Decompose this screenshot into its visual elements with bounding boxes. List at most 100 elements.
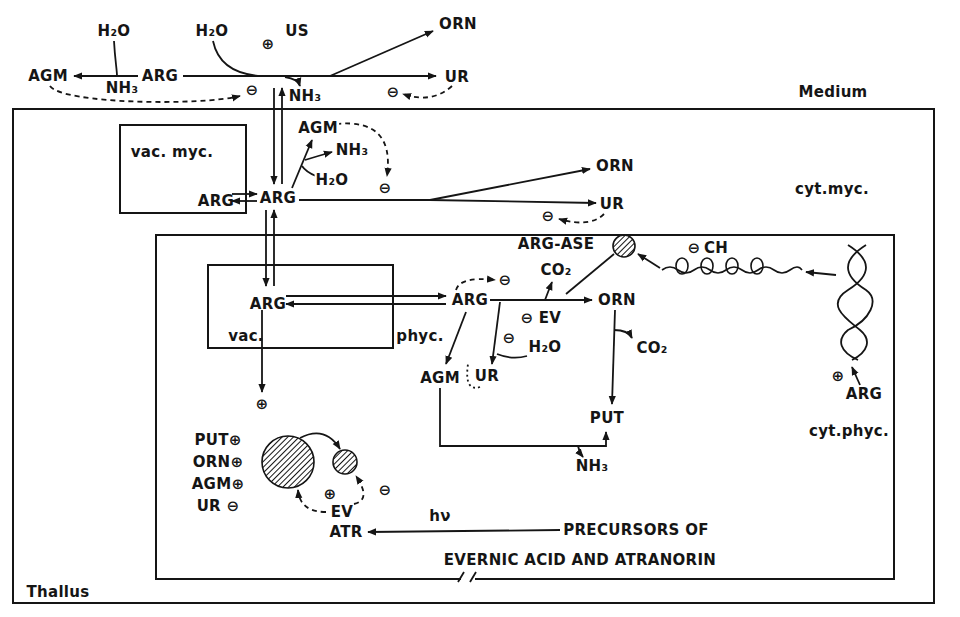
vacuole-box: vac. myc. ARG	[119, 124, 247, 214]
region-label: Thallus	[25, 585, 90, 600]
metabolite-label: CO₂	[635, 341, 668, 356]
metabolite-label: CO₂	[539, 263, 572, 278]
reaction-arrow	[330, 31, 433, 76]
transport-arrow	[273, 88, 275, 184]
effect-sign: ⊕	[255, 397, 270, 412]
thallus-region: Thalluscyt.myc.vac. myc.ARGcyt.phyc.ARGv…	[12, 108, 935, 604]
metabolite-label: Medium	[797, 85, 868, 100]
metabolite-label: ARG	[451, 293, 489, 308]
effect-sign: ⊖	[386, 85, 401, 100]
ribosome	[726, 258, 738, 274]
break-gap	[461, 574, 475, 583]
effect-sign: ⊖	[687, 241, 702, 256]
activation-arrow	[261, 310, 263, 392]
dna-strand	[838, 245, 867, 360]
metabolite-label: AGM	[27, 69, 69, 84]
metabolite-label: ORN⊕	[192, 455, 245, 470]
metabolite-label: PUT	[589, 411, 625, 426]
product-arrow	[578, 446, 583, 457]
effect-sign: ⊖	[498, 273, 513, 288]
dna-strand	[841, 245, 872, 360]
metabolite-label: ORN	[595, 159, 635, 174]
transport-arrow	[273, 210, 275, 286]
effect-sign: ⊕	[323, 487, 338, 502]
ribosome	[751, 258, 763, 274]
metabolite-label: UR	[599, 197, 625, 212]
metabolite-label: ARG-ASE	[517, 237, 595, 252]
region-label: phyc.	[395, 329, 444, 344]
reaction-arrow	[446, 312, 466, 364]
transport-arrow	[286, 303, 446, 305]
region-label: ARG	[197, 194, 235, 209]
inhibition-line	[403, 86, 452, 98]
enzyme-circle	[333, 450, 357, 474]
reaction-arrows	[50, 31, 860, 532]
transport-arrow	[265, 210, 267, 286]
mrna-ribosomes	[662, 258, 802, 274]
mrna-strand	[662, 267, 802, 273]
metabolite-label: NH₃	[288, 89, 323, 104]
metabolite-label: UR	[474, 369, 500, 384]
region-label: vac.	[227, 329, 265, 344]
effect-sign: ⊖	[541, 209, 556, 224]
metabolite-label: ORN	[438, 17, 478, 32]
reaction-arrow	[183, 75, 436, 77]
break-mark	[458, 572, 476, 582]
effect-sign: ⊖	[378, 483, 393, 498]
metabolite-label: ARG	[259, 191, 297, 206]
metabolite-label: EVERNIC ACID AND ATRANORIN	[443, 553, 717, 568]
metabolite-label: ATR	[328, 525, 363, 540]
region-label: cyt.phyc.	[808, 424, 890, 439]
region-label: vac. myc.	[130, 145, 214, 160]
metabolite-label: H₂O	[97, 24, 132, 39]
product-arrow	[285, 77, 300, 86]
reaction-arrow	[74, 75, 138, 77]
synthesis-arrow	[638, 254, 660, 268]
reaction-arrow	[430, 169, 590, 200]
transport-arrow	[232, 200, 257, 202]
region-label: cyt.myc.	[794, 182, 870, 197]
region-label: ARG	[249, 297, 287, 312]
effect-sign: ⊖	[378, 181, 393, 196]
metabolite-label: ARG	[141, 69, 179, 84]
transport-arrow	[281, 88, 283, 184]
metabolite-label: ORN	[597, 293, 637, 308]
induction-arrow	[852, 367, 860, 385]
product-arrow	[614, 330, 632, 338]
reaction-arrow	[292, 140, 312, 188]
reaction-line	[299, 199, 430, 201]
metabolite-label: H₂O	[315, 173, 350, 188]
effect-sign: ⊖	[245, 83, 260, 98]
metabolite-label: H₂O	[195, 24, 230, 39]
enzyme-circle	[262, 436, 314, 488]
ribosome	[701, 258, 713, 274]
effect-sign: ⊖	[520, 311, 535, 326]
reaction-arrow	[490, 299, 592, 301]
inhibition-line	[559, 214, 604, 223]
synthesis-arrow	[368, 530, 560, 532]
metabolite-label: PRECURSORS OF	[562, 523, 710, 538]
metabolite-label: US	[284, 24, 310, 39]
enzyme-line	[566, 254, 614, 294]
metabolite-label: NH₃	[575, 459, 610, 474]
transcription-arrow	[806, 272, 836, 275]
product-arrow	[305, 152, 332, 160]
metabolite-label: EV	[538, 311, 562, 326]
metabolite-label: AGM⊕	[191, 477, 246, 492]
metabolite-label: UR	[444, 70, 470, 85]
metabolite-label: hν	[428, 509, 452, 524]
inhibition-line	[354, 476, 364, 504]
metabolite-label: UR ⊖	[196, 499, 241, 514]
metabolite-label: NH₃	[335, 143, 370, 158]
reactant-line	[497, 354, 527, 358]
effect-sign: ⊖	[502, 331, 517, 346]
metabolite-label: EV	[330, 505, 354, 520]
metabolite-label: CH	[703, 241, 729, 256]
reaction-arrow	[440, 388, 606, 446]
effect-sign: ⊕	[831, 369, 846, 384]
reactant-line	[114, 41, 117, 76]
product-arrow	[545, 282, 552, 300]
ribosome	[676, 258, 688, 274]
inhibition-line	[456, 279, 495, 290]
